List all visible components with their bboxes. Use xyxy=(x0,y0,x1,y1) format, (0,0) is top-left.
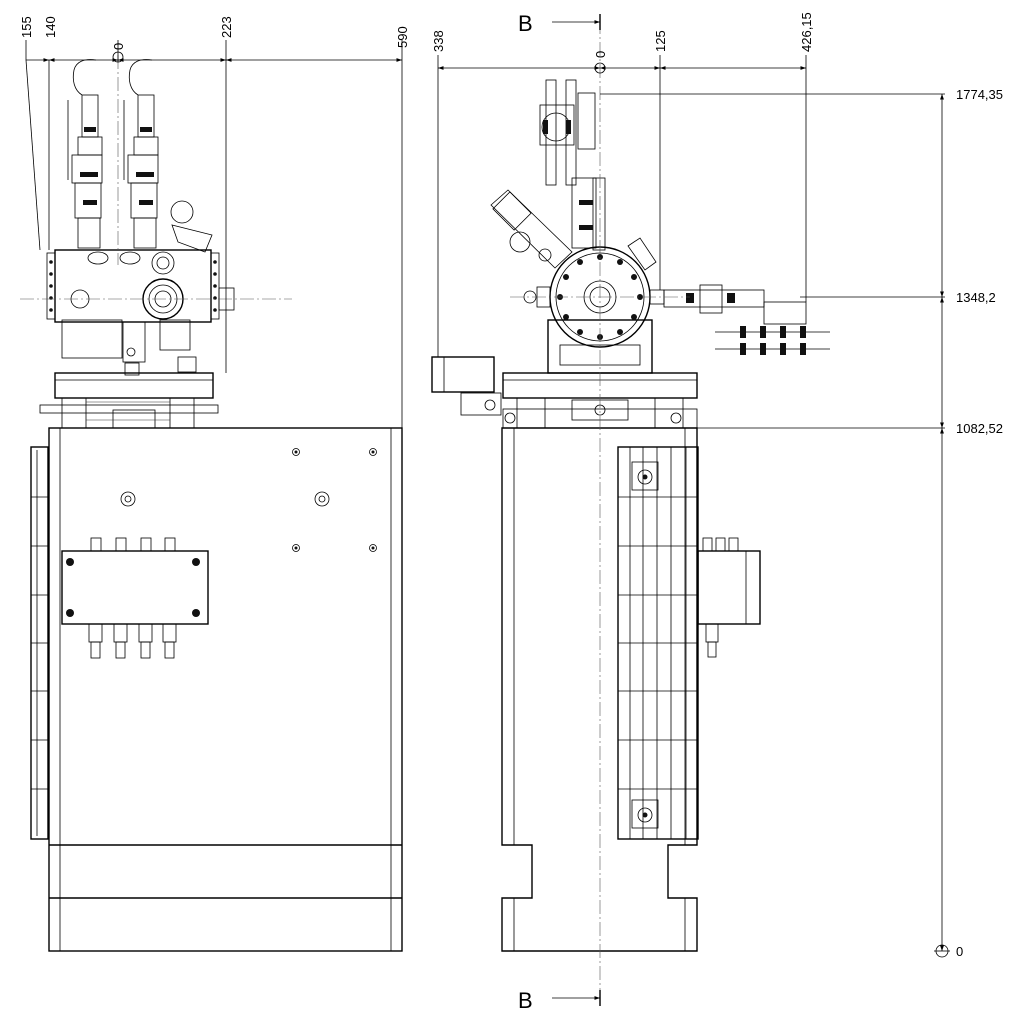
side-left-module xyxy=(431,356,502,416)
dim-label-0-side: 0 xyxy=(593,51,608,58)
front-dimension-labels: 155 140 0 223 590 xyxy=(19,16,410,50)
dim-label-0-height: 0 xyxy=(956,944,963,959)
dim-label-338: 338 xyxy=(431,30,446,52)
front-fasteners xyxy=(120,448,377,552)
side-view: 338 0 125 426,15 1774,35 1348,2 1082,52 … xyxy=(431,11,1003,1013)
side-cabinet-body xyxy=(501,427,698,952)
dim-label-140: 140 xyxy=(43,16,58,38)
side-valve-stack xyxy=(539,79,606,251)
side-radiator xyxy=(617,446,699,840)
front-cabinet-body xyxy=(48,427,403,952)
front-dimensions xyxy=(25,40,403,428)
dim-label-125: 125 xyxy=(653,30,668,52)
front-view: 155 140 0 223 590 xyxy=(19,16,410,952)
dim-label-0-front: 0 xyxy=(111,43,126,50)
side-dimension-labels: 338 0 125 426,15 1774,35 1348,2 1082,52 … xyxy=(431,12,1003,959)
dim-label-223: 223 xyxy=(219,16,234,38)
dim-label-1774-35: 1774,35 xyxy=(956,87,1003,102)
side-dimensions xyxy=(437,55,950,958)
side-junction-box xyxy=(697,537,761,658)
front-valve-stacks xyxy=(67,59,213,253)
side-angled-valve xyxy=(490,189,573,269)
side-connector-arm xyxy=(663,284,830,355)
front-base-plate xyxy=(39,372,219,429)
section-label-top: B xyxy=(518,11,533,36)
dim-label-590: 590 xyxy=(395,26,410,48)
section-label-bottom: B xyxy=(518,988,533,1013)
dim-label-155: 155 xyxy=(19,16,34,38)
section-marker-top: B xyxy=(518,11,601,36)
front-connector-plate xyxy=(61,537,209,659)
dim-label-1082-52: 1082,52 xyxy=(956,421,1003,436)
dim-label-426-15: 426,15 xyxy=(799,12,814,52)
section-marker-bottom: B xyxy=(518,988,601,1013)
front-vacuum-chamber xyxy=(46,249,235,376)
dim-label-1348-2: 1348,2 xyxy=(956,290,996,305)
front-side-radiator xyxy=(30,446,49,840)
